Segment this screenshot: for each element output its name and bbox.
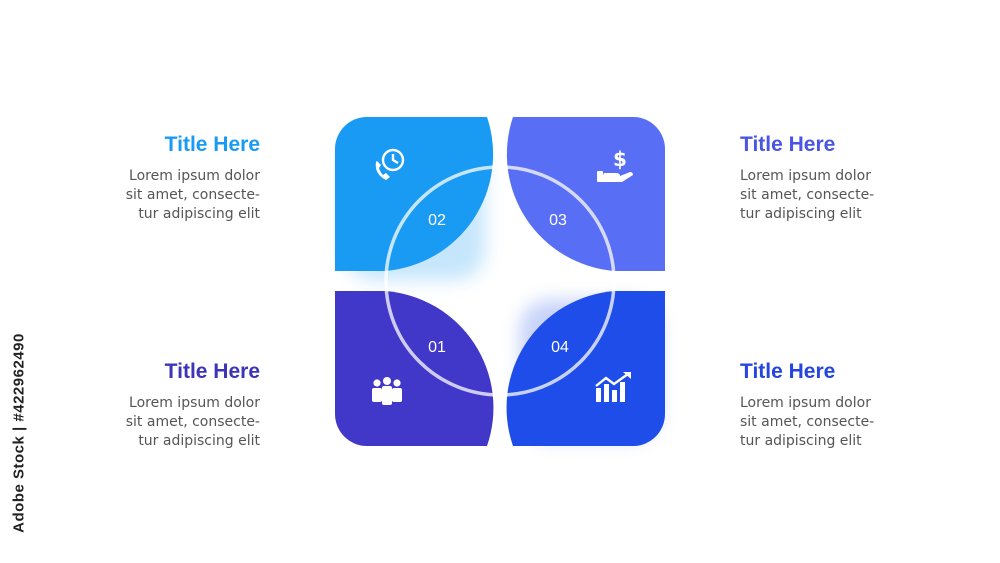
step-number-02: 02 [428, 212, 446, 229]
segment-04 [506, 291, 665, 446]
hand-dollar-icon: $ [597, 147, 633, 182]
segment-01 [335, 291, 494, 446]
phone-clock-icon [375, 148, 405, 180]
svg-text:$: $ [613, 147, 627, 171]
step-number-04: 04 [551, 339, 569, 356]
center-ring [384, 165, 616, 397]
step-03-title: Title Here [740, 133, 836, 156]
step-number-03: 03 [549, 212, 567, 229]
growth-chart-icon [595, 372, 631, 402]
segment-03 [506, 117, 665, 271]
step-02-title: Title Here [164, 133, 260, 156]
segment-02 [335, 117, 494, 271]
team-icon [372, 377, 402, 405]
step-04-title: Title Here [740, 360, 836, 383]
step-01-title: Title Here [164, 360, 260, 383]
step-number-01: 01 [428, 339, 446, 356]
